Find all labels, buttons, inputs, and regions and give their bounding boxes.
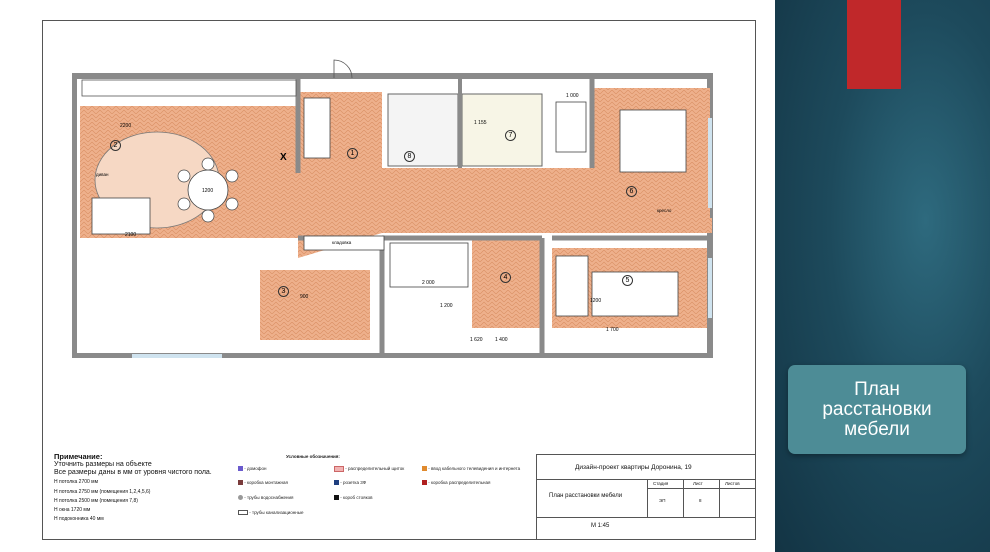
project-title: Дизайн-проект квартиры Доронина, 19 xyxy=(575,464,692,471)
legend-item: - розетка 3Ф xyxy=(340,480,367,485)
x-mark: X xyxy=(280,152,287,163)
dim-bed2: 1 700 xyxy=(606,327,619,333)
legend-item: - коробка монтажная xyxy=(244,480,288,485)
note-line: Н потолка 2700 мм xyxy=(54,479,99,485)
room-number-8: 8 xyxy=(404,151,415,162)
dim-1620: 1 620 xyxy=(470,337,483,343)
dim-900: 900 xyxy=(300,294,309,300)
room-4-floor xyxy=(472,238,542,328)
col-stage: Стадия xyxy=(653,481,669,486)
legend-item: - короб стояков xyxy=(340,495,373,500)
legend-block: Условные обозначения: - домофон - коробк… xyxy=(238,454,534,524)
note-line: Н потолка 2750 мм (помещения 1,2,4,5,6) xyxy=(54,489,151,495)
room-number-5: 5 xyxy=(622,275,633,286)
note-line: Н окна 1720 мм xyxy=(54,507,91,513)
table-dim: 1200 xyxy=(202,188,214,194)
legend-item: - коробка распределительная xyxy=(428,480,491,485)
dim-1200b: 1200 xyxy=(590,298,602,304)
legend-item: - ввод кабельного телевидения и интернет… xyxy=(428,466,521,471)
note-line: Уточнить размеры на объекте xyxy=(54,461,152,468)
room-number-4: 4 xyxy=(500,272,511,283)
bed-room-5 xyxy=(591,271,679,317)
floor-plan xyxy=(72,59,713,358)
scale: М 1:45 xyxy=(591,523,610,529)
slide-title-box: План расстановки мебели xyxy=(788,365,966,454)
room-number-3: 3 xyxy=(278,286,289,297)
room-number-6: 6 xyxy=(626,186,637,197)
label-armchair: кресло xyxy=(657,208,672,213)
label-sofa: диван xyxy=(96,172,109,177)
legend-item: - трубы водоснабжения xyxy=(244,495,294,500)
entrance-door xyxy=(333,59,353,79)
sofa xyxy=(91,197,151,235)
switchboard-icon xyxy=(334,466,344,472)
drawing-sheet xyxy=(42,20,756,540)
accent-tab xyxy=(847,0,901,89)
room-number-7: 7 xyxy=(505,130,516,141)
dim-1400: 1 400 xyxy=(495,337,508,343)
water-pipe-icon xyxy=(238,495,243,501)
legend-item: - распределительный щиток xyxy=(345,466,405,472)
note-line: Все размеры даны в мм от уровня чистого … xyxy=(54,469,212,476)
dim-1000: 1 000 xyxy=(566,93,579,99)
junction-box-icon xyxy=(238,480,243,486)
room-3-floor xyxy=(260,270,370,340)
cable-tv-icon xyxy=(422,466,427,472)
kitchen-counter xyxy=(81,79,297,97)
legend-heading: Условные обозначения: xyxy=(286,454,340,459)
bed-room-4 xyxy=(389,242,469,288)
dim-2100: 2100 xyxy=(125,232,137,238)
bathroom-8 xyxy=(387,93,459,167)
note-line: Н подоконника 40 мм xyxy=(54,516,104,522)
stage-value: ЭП xyxy=(659,498,666,503)
dim-1155: 1 155 xyxy=(474,120,487,126)
distribution-box-icon xyxy=(422,480,427,486)
intercom-icon xyxy=(238,466,243,472)
socket-3ph-icon xyxy=(334,480,339,486)
slide-title: План расстановки мебели xyxy=(822,378,932,440)
notes-heading: Примечание: xyxy=(54,452,103,461)
legend-item: - трубы канализационные xyxy=(249,510,304,515)
sheet-value: 8 xyxy=(699,498,702,503)
room-number-2: 2 xyxy=(110,140,121,151)
sewer-pipe-icon xyxy=(238,510,248,516)
dim-2200: 2200 xyxy=(120,123,132,129)
label-pantry: кладовка xyxy=(332,240,352,245)
col-sheet: Лист xyxy=(693,481,703,486)
dim-bed: 2 000 xyxy=(422,280,435,286)
bathroom-7 xyxy=(461,93,543,167)
note-line: Н потолка 2500 мм (помещения 7,8) xyxy=(54,498,138,504)
riser-box-icon xyxy=(334,495,339,501)
col-sheets: Листов xyxy=(725,481,740,486)
sheet-title: План расстановки мебели xyxy=(549,493,623,499)
notes-block: Примечание: Уточнить размеры на объекте … xyxy=(54,453,234,524)
dim-1200: 1 200 xyxy=(440,303,453,309)
legend-item: - домофон xyxy=(244,466,267,471)
room-number-1: 1 xyxy=(347,148,358,159)
corridor-floor xyxy=(298,92,712,258)
title-block: Дизайн-проект квартиры Доронина, 19 План… xyxy=(536,454,755,539)
slide-right-panel xyxy=(775,0,990,552)
bed-bedroom-6 xyxy=(619,109,687,173)
